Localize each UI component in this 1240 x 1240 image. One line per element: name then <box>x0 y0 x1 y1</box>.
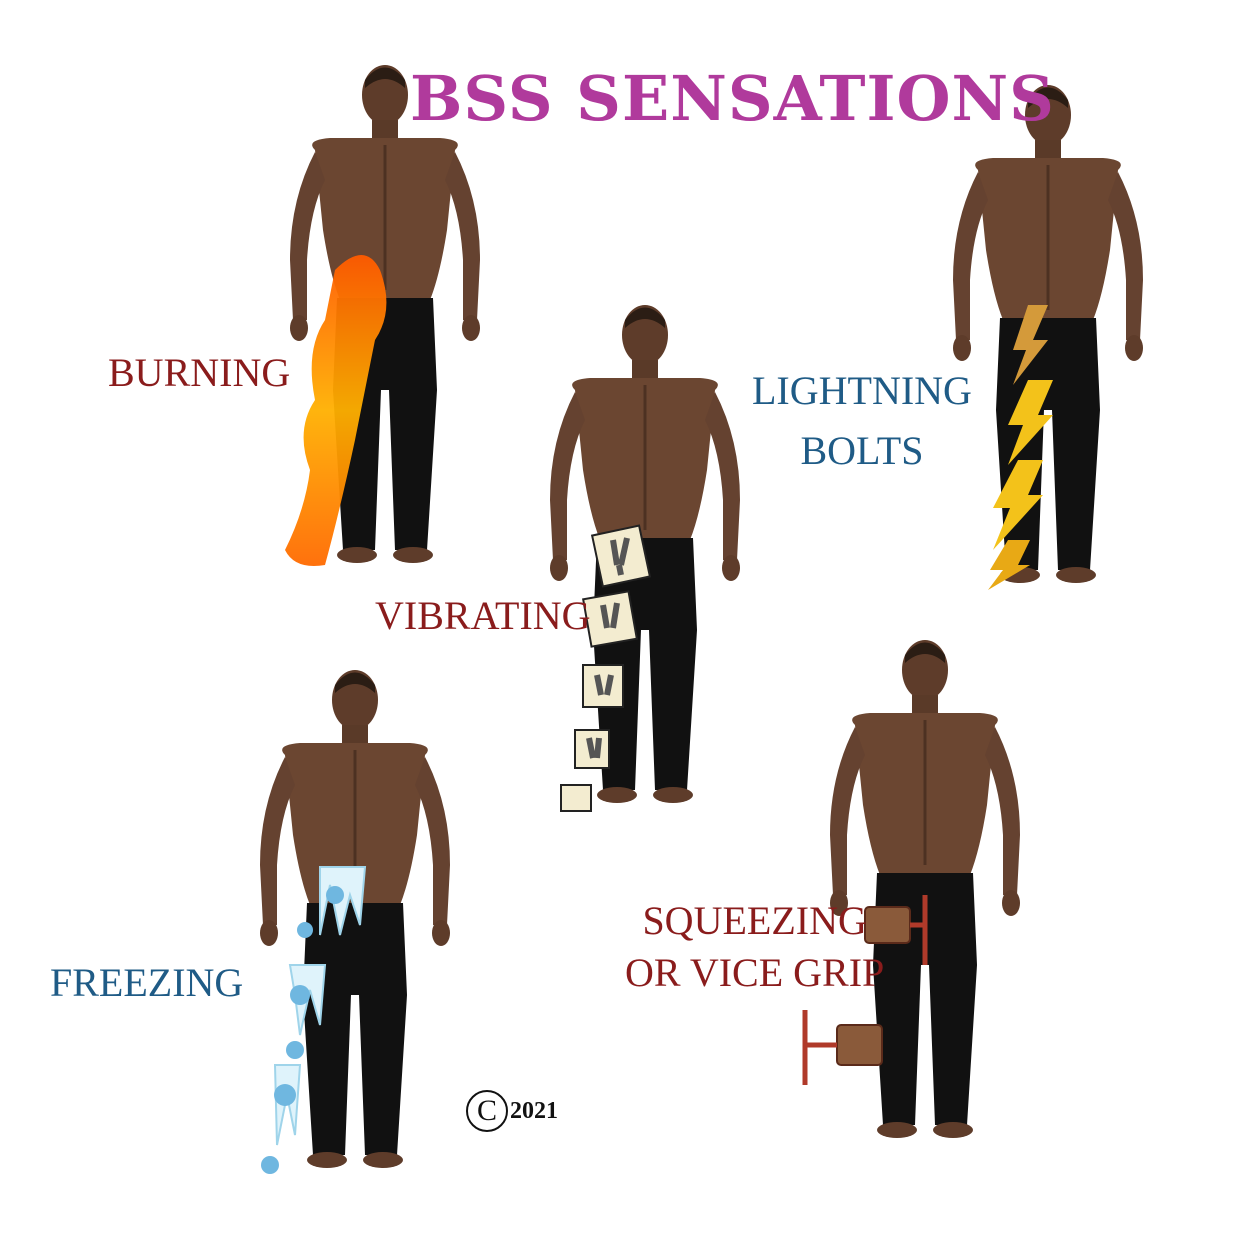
label-freezing: FREEZING <box>50 960 244 1005</box>
label-vibrating: VIBRATING <box>375 593 591 638</box>
label-squeezing: SQUEEZING OR VICE GRIP <box>625 900 884 994</box>
copyright-icon: C <box>466 1090 508 1132</box>
figure-freezing <box>258 668 452 1174</box>
figure-burning <box>285 63 482 566</box>
label-lightning-line1: LIGHTNING <box>752 368 972 413</box>
figure-lightning <box>951 83 1145 590</box>
page-title: BSS SENSATIONS <box>410 62 1055 135</box>
copyright-notice: C 2021 <box>466 1090 558 1132</box>
figure-squeezing <box>802 638 1022 1140</box>
figure-vibrating <box>548 303 742 812</box>
label-lightning-line2: BOLTS <box>800 428 924 473</box>
label-burning: BURNING <box>108 350 291 395</box>
label-squeezing-line1: SQUEEZING <box>642 898 867 943</box>
label-lightning-bolts: LIGHTNING BOLTS <box>752 370 972 472</box>
copyright-year: 2021 <box>510 1097 558 1124</box>
label-squeezing-line2: OR VICE GRIP <box>625 950 885 995</box>
